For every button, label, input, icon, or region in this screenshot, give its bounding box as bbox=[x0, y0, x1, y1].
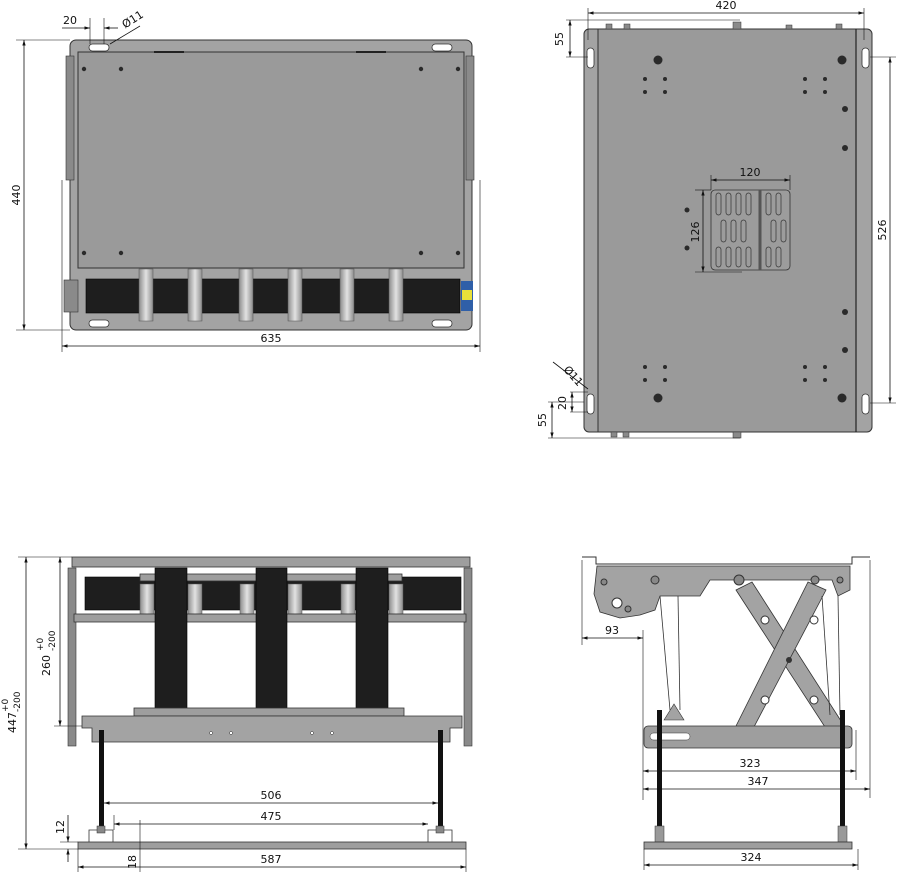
dim-side-slot-diameter: Ø11 bbox=[561, 363, 586, 389]
dim-height: 440 bbox=[10, 185, 23, 206]
lower-frame bbox=[81, 715, 463, 743]
mount-slot bbox=[431, 43, 453, 52]
dim-slot-offset: 20 bbox=[63, 14, 77, 27]
mounting-panel bbox=[77, 51, 465, 269]
dim-plate-width-side: 324 bbox=[741, 851, 762, 864]
vent-grille bbox=[710, 189, 791, 271]
dim-frame-height-tol-upper: +0 bbox=[36, 637, 46, 651]
threaded-rod bbox=[438, 730, 443, 830]
dim-vent-width-label: 120 bbox=[740, 166, 761, 179]
dim-top-offset: 55 bbox=[553, 32, 566, 46]
top-view: 20 Ø11 440 635 bbox=[10, 8, 481, 352]
projector-plate bbox=[77, 841, 467, 850]
mount-slot bbox=[431, 319, 453, 328]
dim-slot-length: 526 bbox=[876, 220, 889, 241]
dim-outer-width: 347 bbox=[748, 775, 769, 788]
top-plate bbox=[71, 556, 471, 568]
dim-bottom-offset: 55 bbox=[536, 413, 549, 427]
mount-slot bbox=[88, 319, 110, 328]
side-view-right: 420 55 526 506 120 126 Ø11 20 55 bbox=[536, 0, 896, 439]
dim-side-slot-offset: 20 bbox=[556, 396, 569, 410]
dim-bracket-spacing-label: 475 bbox=[261, 810, 282, 823]
dim-bracket-height: 12 bbox=[54, 820, 67, 834]
dim-frame-height-tol-lower: -200 bbox=[48, 630, 58, 651]
lift-strap bbox=[154, 567, 188, 719]
lift-strap bbox=[255, 567, 288, 709]
threaded-rod bbox=[99, 730, 104, 830]
lower-bar bbox=[643, 725, 853, 749]
mount-slot bbox=[88, 43, 110, 52]
dim-vent-height: 126 bbox=[689, 222, 702, 243]
dim-frame-height: 260 bbox=[40, 655, 53, 676]
dim-overhang: 93 bbox=[605, 624, 619, 637]
dim-total-height: 447 bbox=[6, 712, 19, 733]
dim-inner-width: 323 bbox=[740, 757, 761, 770]
dim-width: 635 bbox=[261, 332, 282, 345]
dim-plate-width: 587 bbox=[261, 853, 282, 866]
dim-total-height-tol-upper: +0 bbox=[1, 698, 11, 712]
dim-side-width: 420 bbox=[716, 0, 737, 12]
dim-total-height-tol-lower: -200 bbox=[13, 691, 23, 712]
dim-slot-diameter: Ø11 bbox=[120, 8, 146, 31]
lift-strap bbox=[355, 567, 389, 719]
side-elevation: 93 323 347 324 bbox=[581, 556, 871, 870]
dim-rod-spacing: 506 bbox=[261, 789, 282, 802]
projector-plate-side bbox=[643, 841, 853, 850]
front-elevation: 447 +0 -200 260 +0 -200 506 323 475 587 … bbox=[1, 556, 473, 872]
dim-plate-offset: 18 bbox=[126, 855, 139, 869]
scissor-arms bbox=[729, 581, 851, 745]
